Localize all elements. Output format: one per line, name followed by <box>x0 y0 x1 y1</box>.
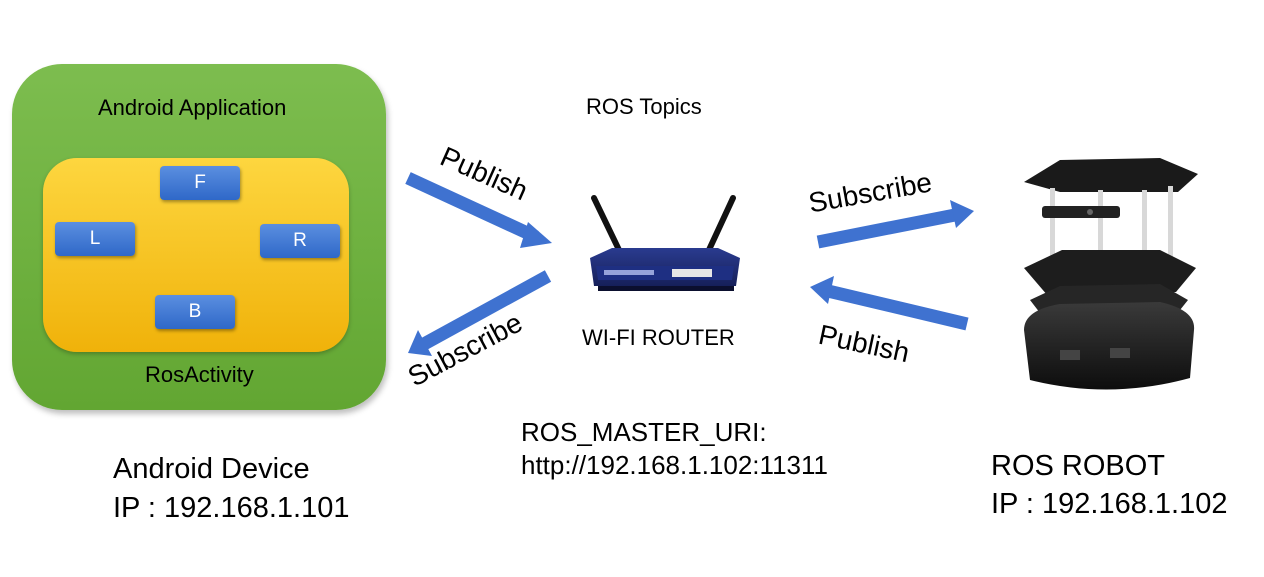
android-application-label: Android Application <box>98 95 287 120</box>
ros-robot-name: ROS ROBOT <box>991 450 1166 482</box>
android-device-name: Android Device <box>113 453 310 485</box>
publish-arrow-right <box>810 276 969 331</box>
ros-activity-label: RosActivity <box>145 362 254 387</box>
subscribe-arrow-left <box>408 270 552 356</box>
ros-topics-label: ROS Topics <box>586 94 702 119</box>
subscribe-arrow-right <box>816 200 974 249</box>
ros-master-uri-value: http://192.168.1.102:11311 <box>521 450 828 480</box>
left-button[interactable]: L <box>55 222 135 256</box>
publish-arrow-left <box>405 172 552 248</box>
wifi-router-label: WI-FI ROUTER <box>582 325 735 350</box>
back-button[interactable]: B <box>155 295 235 329</box>
forward-button[interactable]: F <box>160 166 240 200</box>
android-device-ip: IP : 192.168.1.101 <box>113 492 350 524</box>
ros-robot-ip: IP : 192.168.1.102 <box>991 488 1228 520</box>
wifi-router-icon <box>590 195 740 291</box>
ros-master-uri-label: ROS_MASTER_URI: <box>521 417 767 447</box>
ros-robot-icon <box>1024 158 1198 390</box>
right-button[interactable]: R <box>260 224 340 258</box>
